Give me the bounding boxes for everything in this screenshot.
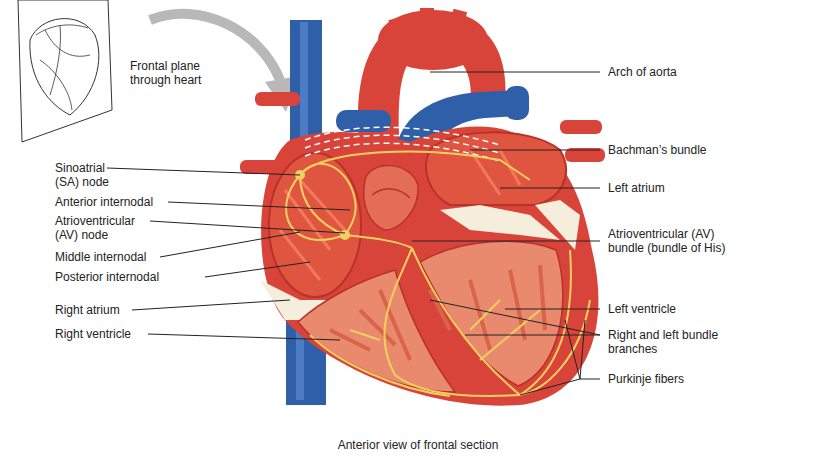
- chamber-label: Left atrium: [608, 181, 808, 195]
- inset-label: Frontal plane through heart: [130, 59, 218, 87]
- pathway-label: Right and left bundle branches: [608, 328, 740, 356]
- vessel-label: Arch of aorta: [608, 65, 808, 79]
- pathway-label: Bachman’s bundle: [608, 143, 808, 157]
- pathway-label: Anterior internodal: [55, 195, 215, 209]
- inset-sketch: [18, 0, 112, 142]
- chamber-label: Left ventricle: [608, 302, 808, 316]
- chamber-label: Right ventricle: [55, 327, 215, 341]
- leader-lines: [107, 72, 600, 395]
- node-label: Atrioventricular (AV) node: [55, 214, 153, 242]
- chamber-label: Right atrium: [55, 303, 215, 317]
- pathway-label: Atrioventricular (AV) bundle (bundle of …: [608, 227, 746, 255]
- pathway-label: Posterior internodal: [55, 270, 215, 284]
- node-label: Sinoatrial (SA) node: [55, 161, 127, 189]
- caption: Anterior view of frontal section: [218, 438, 618, 452]
- pathway-label: Purkinje fibers: [608, 372, 808, 386]
- pathway-label: Middle internodal: [55, 250, 215, 264]
